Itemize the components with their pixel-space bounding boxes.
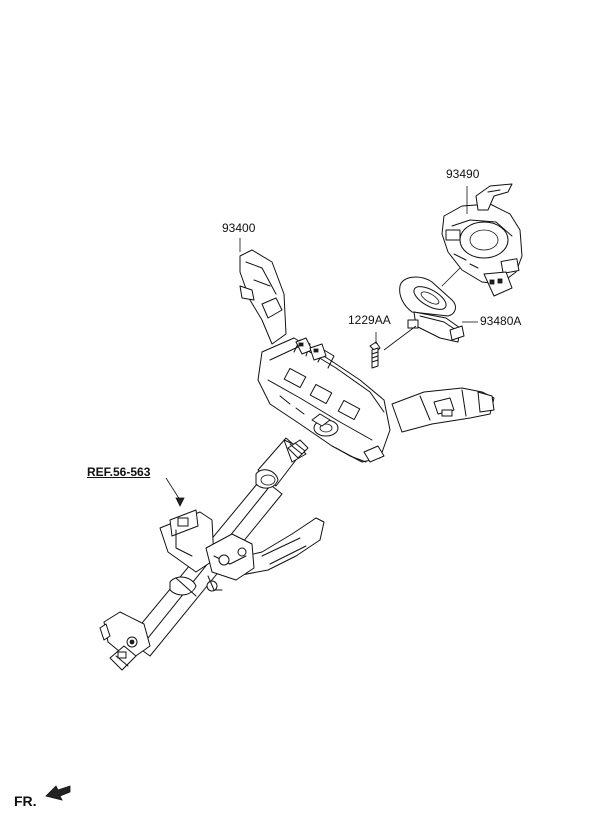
multifunction-switch-assembly <box>239 249 495 463</box>
leader-93480a-body <box>383 325 417 351</box>
reference-label[interactable]: REF.56-563 <box>87 465 151 479</box>
leader-93490-body <box>441 267 461 287</box>
part-label-1229aa: 1229AA <box>348 313 391 327</box>
steering-column-assembly <box>99 437 325 671</box>
part-label-93480a: 93480A <box>480 314 522 328</box>
ref-arrowhead <box>175 497 185 507</box>
front-direction-label: FR. <box>14 793 37 809</box>
part-label-93400: 93400 <box>222 221 256 235</box>
clock-spring-93490 <box>441 183 523 297</box>
leader-ref <box>165 477 181 501</box>
front-direction-arrow-icon <box>45 785 71 801</box>
screw-1229aa <box>369 341 381 369</box>
part-label-93490: 93490 <box>446 167 480 181</box>
steering-angle-sensor-93480a <box>399 276 465 343</box>
